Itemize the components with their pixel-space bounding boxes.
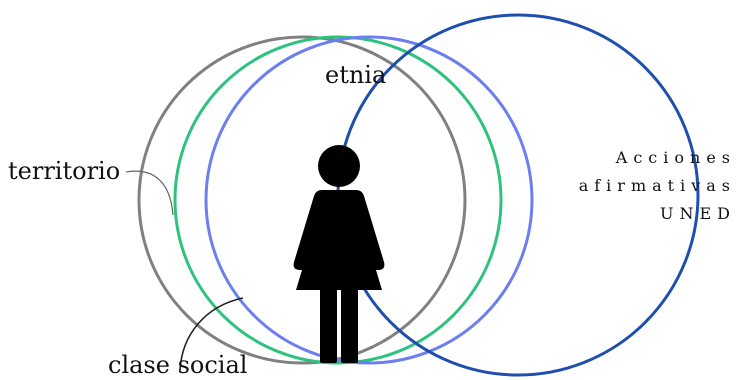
acciones-label-line-3: UNED bbox=[660, 204, 736, 223]
territorio-circle bbox=[137, 35, 467, 365]
etnia-label: etnia bbox=[325, 61, 386, 89]
acciones-afirmativas-circle bbox=[336, 13, 700, 377]
etnia-circle bbox=[204, 35, 534, 365]
clase-social-label: clase social bbox=[108, 351, 247, 379]
clase-social-leader-line bbox=[179, 297, 244, 371]
territorio-label: territorio bbox=[8, 157, 120, 185]
clase-social-circle bbox=[173, 35, 503, 365]
territorio-leader-line bbox=[125, 170, 174, 216]
acciones-label-line-2: afirmativas bbox=[579, 176, 736, 195]
woman-figure-icon bbox=[293, 145, 385, 363]
acciones-label-line-1: Acciones bbox=[615, 148, 736, 167]
